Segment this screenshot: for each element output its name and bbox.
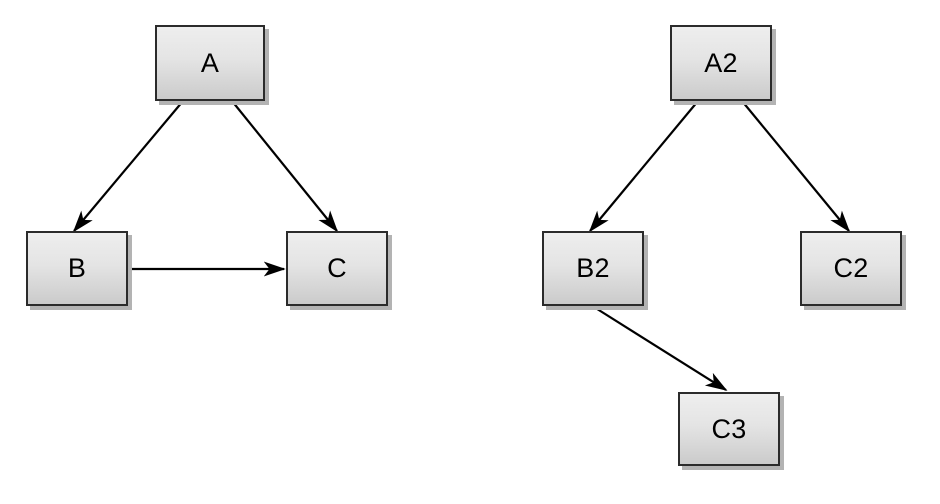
node-a[interactable]: A	[155, 25, 265, 101]
node-label-b: B	[67, 253, 87, 283]
node-c3[interactable]: C3	[678, 392, 780, 466]
edge-a2-b2[interactable]	[588, 100, 699, 233]
node-c[interactable]: C	[286, 231, 388, 306]
node-label-a: A	[200, 47, 220, 78]
edge-a2-c2[interactable]	[741, 100, 851, 233]
edge-a-b[interactable]	[72, 100, 184, 233]
node-label-c2: C2	[833, 253, 869, 283]
node-b[interactable]: B	[26, 231, 128, 306]
edges-group	[72, 100, 851, 391]
node-a2[interactable]: A2	[670, 25, 772, 101]
edge-b2-c3[interactable]	[593, 306, 728, 391]
node-b2[interactable]: B2	[542, 231, 644, 306]
edge-a-c[interactable]	[231, 100, 339, 233]
node-label-c: C	[327, 253, 347, 283]
node-label-c3: C3	[711, 413, 747, 444]
node-c2[interactable]: C2	[800, 231, 902, 306]
node-label-a2: A2	[704, 47, 738, 78]
node-label-b2: B2	[576, 253, 610, 283]
